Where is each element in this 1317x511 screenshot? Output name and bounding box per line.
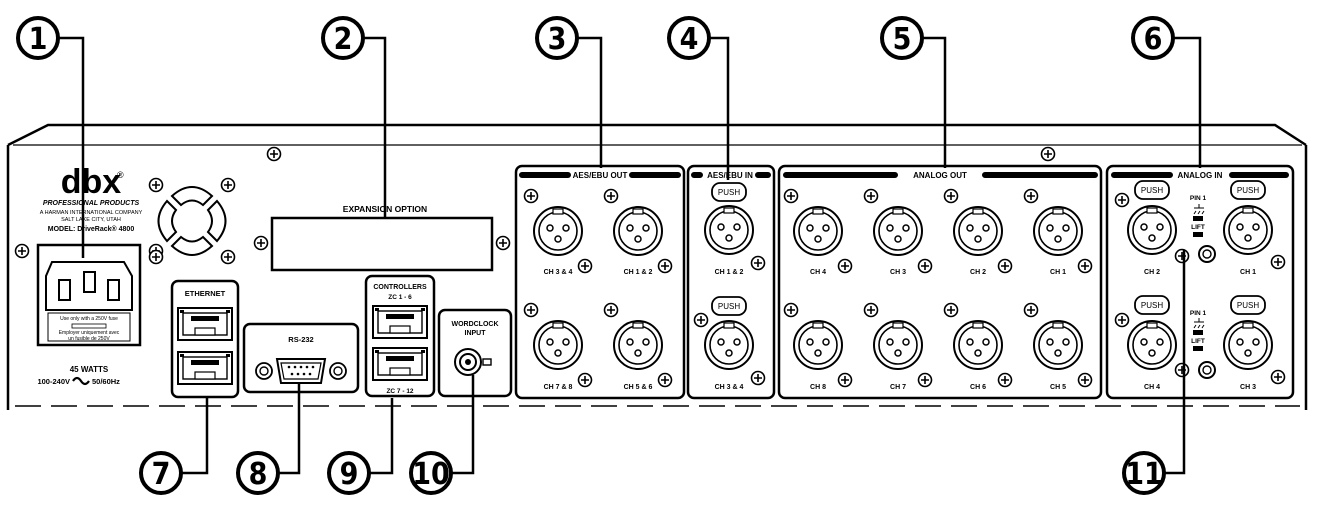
callout-5: 5: [880, 16, 924, 60]
callout-7: 7: [139, 451, 183, 495]
frequency-label: 50/60Hz: [92, 377, 120, 386]
aes-out-title: AES/EBU OUT: [573, 171, 628, 180]
brand-logo: dbx: [61, 163, 122, 201]
svg-text:4: 4: [680, 22, 699, 57]
analog-out-ch-1: CH 1: [1050, 269, 1066, 276]
svg-text:3: 3: [548, 22, 567, 57]
controllers-section: CONTROLLERS ZC 1 - 6 ZC 7 - 12: [364, 274, 436, 398]
watts-label: 45 WATTS: [70, 365, 109, 374]
analog-out-section: ANALOG OUT CH 4 CH 3 CH 2 CH 1 CH 8 CH 7…: [777, 164, 1103, 400]
brand-line-2: A HARMAN INTERNATIONAL COMPANY: [40, 210, 143, 216]
ethernet-port-top: [177, 307, 233, 341]
svg-text:2: 2: [334, 22, 353, 57]
callout-11: 11: [1122, 451, 1166, 495]
svg-text:9: 9: [340, 457, 359, 492]
analog-out-ch-3: CH 3: [890, 269, 906, 276]
aes-out-ch-3-4: CH 3 & 4: [544, 269, 573, 276]
callout-2: 2: [321, 16, 365, 60]
ethernet-port-bottom: [177, 351, 233, 385]
model-label: MODEL: DriveRack® 4800: [48, 225, 135, 233]
lift-label-bottom: LIFT: [1191, 338, 1205, 345]
analog-in-push-ch1: PUSH: [1237, 186, 1259, 195]
analog-out-title: ANALOG OUT: [913, 171, 967, 180]
svg-text:11: 11: [1125, 457, 1163, 492]
pin1-label-top: PIN 1: [1190, 195, 1207, 202]
callout-leader-lines: [58, 36, 1202, 475]
aes-in-push-bottom: PUSH: [718, 302, 740, 311]
aes-out-ch-5-6: CH 5 & 6: [624, 384, 653, 391]
registered-mark: ®: [117, 170, 124, 180]
ethernet-label: ETHERNET: [185, 289, 226, 298]
analog-in-section: ANALOG IN PUSH PUSH PIN 1 LIFT CH 2 CH 1…: [1105, 164, 1295, 400]
analog-in-ch-3: CH 3: [1240, 384, 1256, 391]
controller-port-top: [372, 305, 428, 339]
svg-text:6: 6: [1144, 22, 1163, 57]
ethernet-section: ETHERNET: [170, 279, 240, 399]
analog-out-ch-6: CH 6: [970, 384, 986, 391]
callout-1: 1: [16, 16, 60, 60]
analog-out-ch-4: CH 4: [810, 269, 826, 276]
analog-out-ch-5: CH 5: [1050, 384, 1066, 391]
analog-out-ch-8: CH 8: [810, 384, 826, 391]
aes-in-ch-1-2: CH 1 & 2: [715, 269, 744, 276]
svg-text:5: 5: [893, 22, 912, 57]
controller-port-bottom: [372, 347, 428, 381]
analog-in-push-ch3: PUSH: [1237, 301, 1259, 310]
fuse-warning-1: Use only with a 250V fuse: [60, 316, 118, 322]
wordclock-label-2: INPUT: [465, 330, 487, 337]
wordclock-section: WORDCLOCK INPUT: [437, 308, 513, 398]
analog-in-ch-2: CH 2: [1144, 269, 1160, 276]
svg-text:7: 7: [152, 457, 171, 492]
aes-ebu-out-section: AES/EBU OUT CH 3 & 4 CH 1 & 2 CH 7 & 8 C…: [514, 164, 686, 400]
callout-10: 10: [409, 451, 453, 495]
brand-line-3: SALT LAKE CITY, UTAH: [61, 217, 121, 223]
callout-6: 6: [1131, 16, 1175, 60]
callout-3: 3: [535, 16, 579, 60]
analog-out-ch-7: CH 7: [890, 384, 906, 391]
voltage-label: 100-240V: [37, 377, 70, 386]
fuse-warning-3: un fusible de 250V: [68, 336, 110, 342]
power-inlet: Use only with a 250V fuse Employer uniqu…: [14, 243, 164, 386]
callout-9: 9: [327, 451, 371, 495]
pin1-label-bottom: PIN 1: [1190, 310, 1207, 317]
aes-in-push-top: PUSH: [718, 188, 740, 197]
analog-in-ch-1: CH 1: [1240, 269, 1256, 276]
rs232-section: RS-232: [242, 322, 360, 394]
brand-block: dbx ® PROFESSIONAL PRODUCTS A HARMAN INT…: [40, 163, 143, 233]
svg-text:8: 8: [249, 457, 268, 492]
chassis: [6, 123, 1308, 410]
analog-out-ch-2: CH 2: [970, 269, 986, 276]
svg-text:1: 1: [29, 22, 48, 57]
fan-grille: [148, 177, 236, 265]
svg-text:10: 10: [412, 457, 450, 492]
aes-in-title: AES/EBU IN: [707, 171, 753, 180]
analog-in-title: ANALOG IN: [1178, 171, 1223, 180]
brand-line-1: PROFESSIONAL PRODUCTS: [43, 200, 140, 207]
aes-out-ch-7-8: CH 7 & 8: [544, 384, 573, 391]
aes-out-ch-1-2: CH 1 & 2: [624, 269, 653, 276]
expansion-slot: EXPANSION OPTION: [253, 204, 511, 272]
callout-8: 8: [236, 451, 280, 495]
controllers-bottom-label: ZC 7 - 12: [386, 388, 413, 395]
analog-in-ch-4: CH 4: [1144, 384, 1160, 391]
wordclock-label-1: WORDCLOCK: [451, 321, 498, 328]
aes-ebu-in-section: AES/EBU IN PUSH CH 1 & 2 PUSH CH 3 & 4: [686, 164, 776, 400]
analog-in-push-ch2: PUSH: [1141, 186, 1163, 195]
controllers-label: CONTROLLERS: [373, 284, 427, 291]
ac-symbol: [72, 376, 90, 386]
aes-in-ch-3-4: CH 3 & 4: [715, 384, 744, 391]
callout-4: 4: [667, 16, 711, 60]
analog-in-push-ch4: PUSH: [1141, 301, 1163, 310]
controllers-top-label: ZC 1 - 6: [388, 294, 412, 301]
fuse-warning-2: Employer uniquement avec: [59, 330, 120, 336]
lift-label-top: LIFT: [1191, 224, 1205, 231]
rs232-label: RS-232: [288, 335, 313, 344]
